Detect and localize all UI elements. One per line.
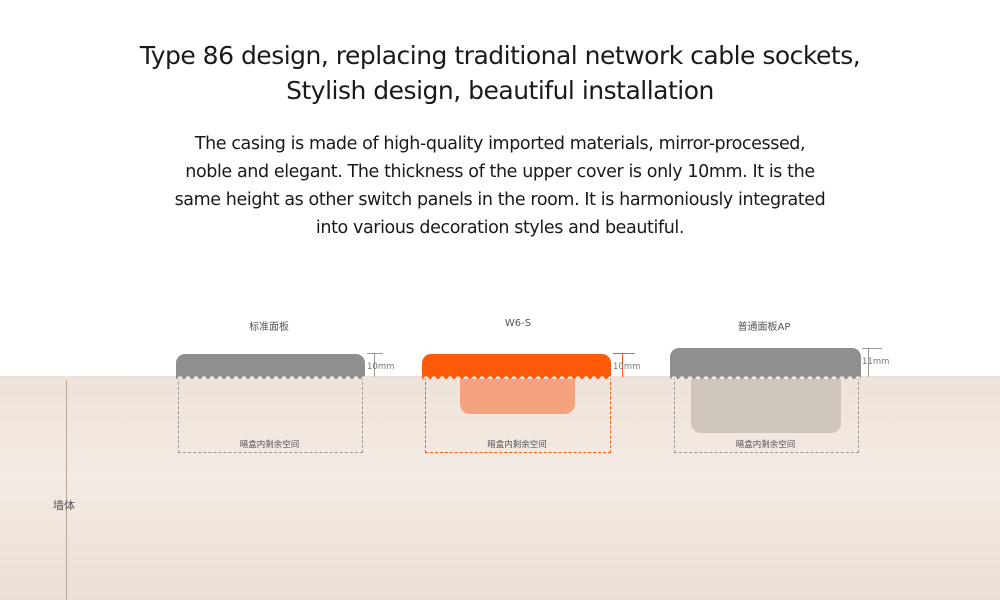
panel-3-cover-plate xyxy=(670,348,861,376)
panel-3-dim-line xyxy=(868,348,869,377)
panel-3-dim-tick-top xyxy=(862,348,882,349)
panel-1-cover-edge xyxy=(176,373,365,379)
panel-2-thickness: 10mm xyxy=(613,362,641,372)
description: The casing is made of high-quality impor… xyxy=(140,130,860,242)
description-line-2: noble and elegant. The thickness of the … xyxy=(185,162,815,182)
panel-3-cover-edge xyxy=(670,373,861,379)
description-line-1: The casing is made of high-quality impor… xyxy=(194,134,806,154)
panel-2-dim-tick-top xyxy=(613,353,635,354)
panel-1-space-label: 暗盒内剩余空间 xyxy=(239,440,300,450)
panel-2-space-label: 暗盒内剩余空间 xyxy=(487,440,547,450)
panel-1-thickness: 10mm xyxy=(367,362,395,372)
panel-1-cover-plate xyxy=(176,354,365,376)
panel-3-caption: 普通面板AP xyxy=(737,322,791,333)
wall-label: 墙体 xyxy=(53,499,75,512)
panel-1-dim-tick-top xyxy=(367,353,383,354)
panel-2-cover-plate xyxy=(422,354,611,376)
panel-1-caption: 标准面板 xyxy=(249,322,289,333)
panel-3-thickness: 11mm xyxy=(862,357,890,367)
description-line-3: same height as other switch panels in th… xyxy=(174,190,826,210)
panel-2-module-body xyxy=(460,377,575,414)
panel-2-back-box xyxy=(425,377,611,453)
wall-edge-line xyxy=(66,380,67,600)
panel-3-module-body xyxy=(691,377,841,433)
panel-3-back-box xyxy=(674,377,859,453)
panel-2-cover-edge xyxy=(422,373,611,379)
panel-2-caption: W6-S xyxy=(504,318,532,329)
panel-1-back-box xyxy=(178,377,363,453)
panel-3-space-label: 暗盒内剩余空间 xyxy=(735,440,796,450)
headline: Type 86 design, replacing traditional ne… xyxy=(0,38,1000,108)
headline-line-2: Stylish design, beautiful installation xyxy=(286,76,714,105)
panel-1-dim-line xyxy=(374,353,375,377)
panel-2-dim-line xyxy=(622,353,623,377)
headline-line-1: Type 86 design, replacing traditional ne… xyxy=(139,41,861,70)
description-line-4: into various decoration styles and beaut… xyxy=(315,218,685,238)
